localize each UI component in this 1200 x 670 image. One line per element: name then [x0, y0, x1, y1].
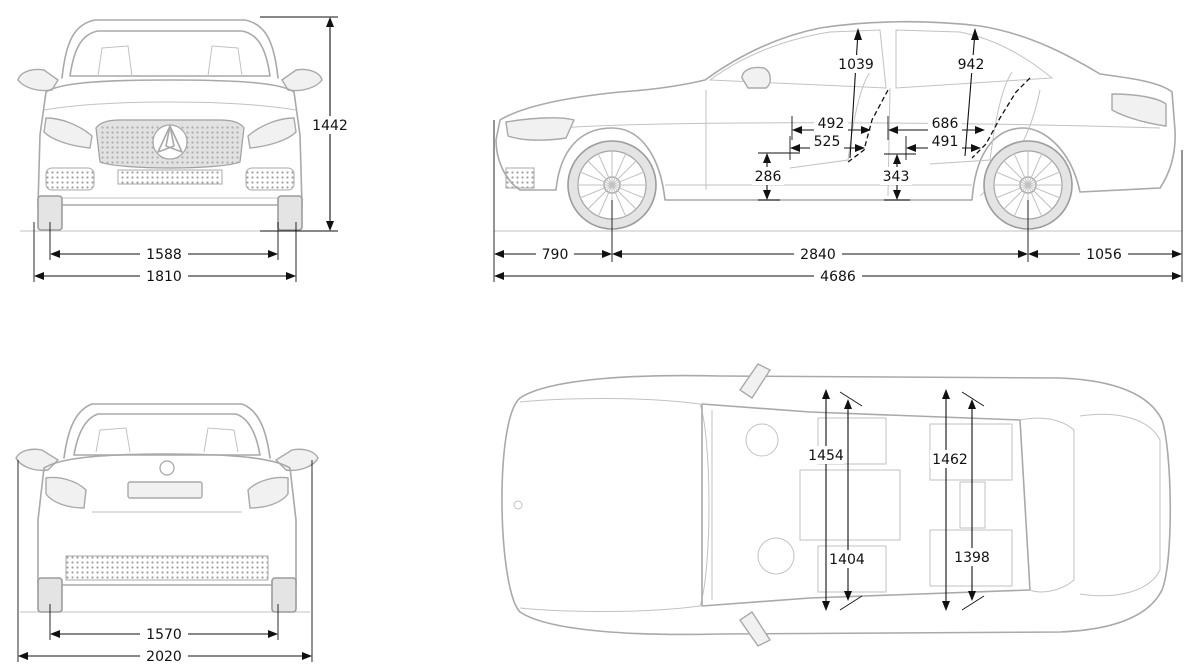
rear-headroom-label: 942 — [958, 57, 985, 73]
front-view: 1442 1588 1810 — [17, 16, 350, 285]
rear-seat-height-label: 343 — [883, 169, 910, 185]
front-shoulder-width-label: 1454 — [808, 448, 844, 464]
wheelbase-label: 2840 — [800, 247, 836, 263]
rear-legroom-b-label: 491 — [932, 134, 959, 150]
rear-view-car-outline — [15, 403, 319, 613]
rear-view: 1570 2020 — [15, 403, 319, 665]
front-hip-width-label: 1404 — [829, 552, 865, 568]
overall-length-label: 4686 — [820, 269, 856, 285]
rear-track-label: 1570 — [146, 627, 182, 643]
front-legroom-a-label: 492 — [818, 116, 845, 132]
rear-shoulder-width-label: 1462 — [932, 452, 968, 468]
top-view-car-outline — [501, 363, 1172, 647]
rear-overhang-label: 1056 — [1086, 247, 1122, 263]
front-overhang-label: 790 — [542, 247, 569, 263]
side-view: 790 2840 1056 4686 1039 942 — [493, 20, 1183, 285]
front-view-car-outline — [17, 19, 335, 232]
rear-width-mirrors-label: 2020 — [146, 649, 182, 665]
front-seat-height-label: 286 — [755, 169, 782, 185]
front-legroom-b-label: 525 — [814, 134, 841, 150]
rear-legroom-a-label: 686 — [932, 116, 959, 132]
front-headroom-label: 1039 — [838, 57, 874, 73]
front-width-label: 1810 — [146, 269, 182, 285]
front-height-label: 1442 — [312, 118, 348, 134]
front-track-label: 1588 — [146, 247, 182, 263]
top-view: 1454 1404 1462 1398 — [501, 363, 1172, 647]
rear-hip-width-label: 1398 — [954, 550, 990, 566]
side-view-car-outline — [494, 20, 1182, 232]
